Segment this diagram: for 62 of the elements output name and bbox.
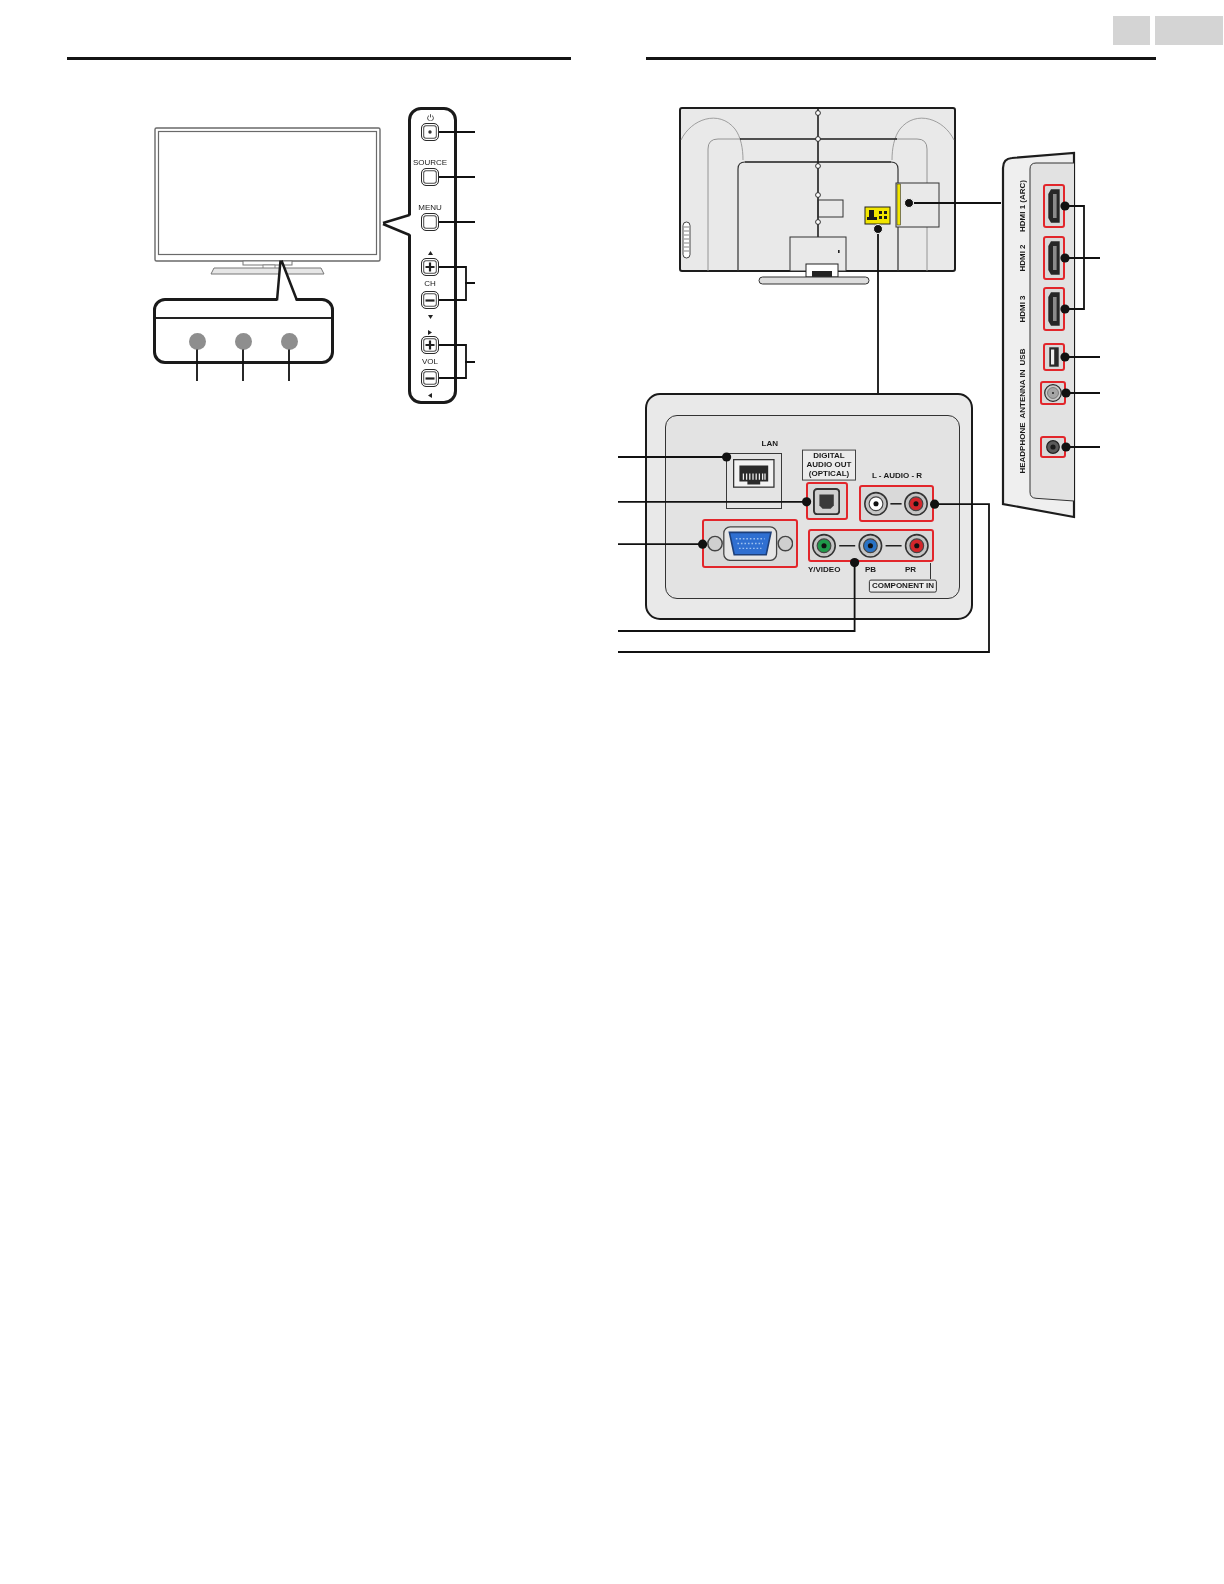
- panel-button: [421, 336, 439, 354]
- panel-button: [421, 258, 439, 276]
- button-label: SOURCE: [412, 158, 448, 167]
- leader-line: [438, 176, 476, 178]
- jack-label: PB: [865, 565, 877, 575]
- leader-line: [617, 497, 812, 507]
- leader-line: [438, 131, 476, 133]
- leader-line: [913, 202, 1002, 204]
- lan-port: [726, 453, 783, 510]
- leader-line: [438, 221, 476, 223]
- callout-dot: [904, 198, 914, 208]
- leader-line: [242, 348, 244, 382]
- port-label: HEADPHONE: [1018, 422, 1028, 474]
- jack-label: Y/VIDEO: [807, 565, 841, 575]
- button-label: MENU: [418, 203, 442, 212]
- highlighted-port: [858, 485, 935, 523]
- highlighted-port: [1040, 436, 1066, 458]
- leader-line: [1061, 388, 1101, 398]
- port-label: HDMI 1 (ARC): [1018, 180, 1028, 232]
- highlighted-port: [806, 482, 848, 521]
- panel-button: [421, 213, 439, 231]
- button-label: VOL: [422, 357, 438, 366]
- side-button-panel: [408, 107, 457, 404]
- leader-line: [617, 452, 732, 462]
- leader-line: [1060, 352, 1101, 362]
- leader-line: [617, 558, 860, 632]
- rear-jack-panel: [645, 393, 973, 620]
- leader-line: [288, 348, 290, 382]
- circle-marker: [234, 332, 252, 350]
- circle-marker: [188, 332, 206, 350]
- panel-button: [421, 168, 439, 186]
- panel-button: [421, 369, 439, 387]
- panel-button: [421, 123, 439, 141]
- tv-rear-illustration: [679, 107, 957, 285]
- port-label: USB: [1018, 348, 1028, 366]
- side-jack-panel: [1001, 150, 1077, 519]
- panel-button: [421, 291, 439, 309]
- leader-line: [617, 539, 708, 549]
- port-label: HDMI 3: [1018, 295, 1028, 323]
- callout-dot: [873, 224, 883, 234]
- leader-line: [617, 499, 990, 653]
- front-detail-callout: [153, 298, 334, 364]
- jack-label: DIGITAL AUDIO OUT (OPTICAL): [802, 449, 856, 481]
- circle-marker: [280, 332, 298, 350]
- leader-line: [1060, 257, 1101, 314]
- jack-label: LAN: [761, 439, 778, 449]
- button-label: CH: [424, 279, 436, 288]
- highlighted-port: [1043, 184, 1065, 228]
- highlighted-port: [1043, 287, 1065, 331]
- port-label: HDMI 2: [1018, 244, 1028, 272]
- leader-line: [877, 233, 879, 394]
- port-label: ANTENNA IN: [1018, 369, 1028, 419]
- highlighted-port: [1043, 236, 1065, 280]
- leader-line: [196, 348, 198, 382]
- leader-line: [1061, 442, 1101, 452]
- jack-label: L - AUDIO - R: [871, 471, 923, 481]
- highlighted-port: [1043, 343, 1065, 371]
- jack-group-tag: COMPONENT IN: [868, 579, 938, 593]
- leader-line: [438, 282, 476, 301]
- jack-label: PR: [905, 565, 917, 575]
- leader-line: [438, 361, 476, 379]
- highlighted-port: [702, 518, 799, 569]
